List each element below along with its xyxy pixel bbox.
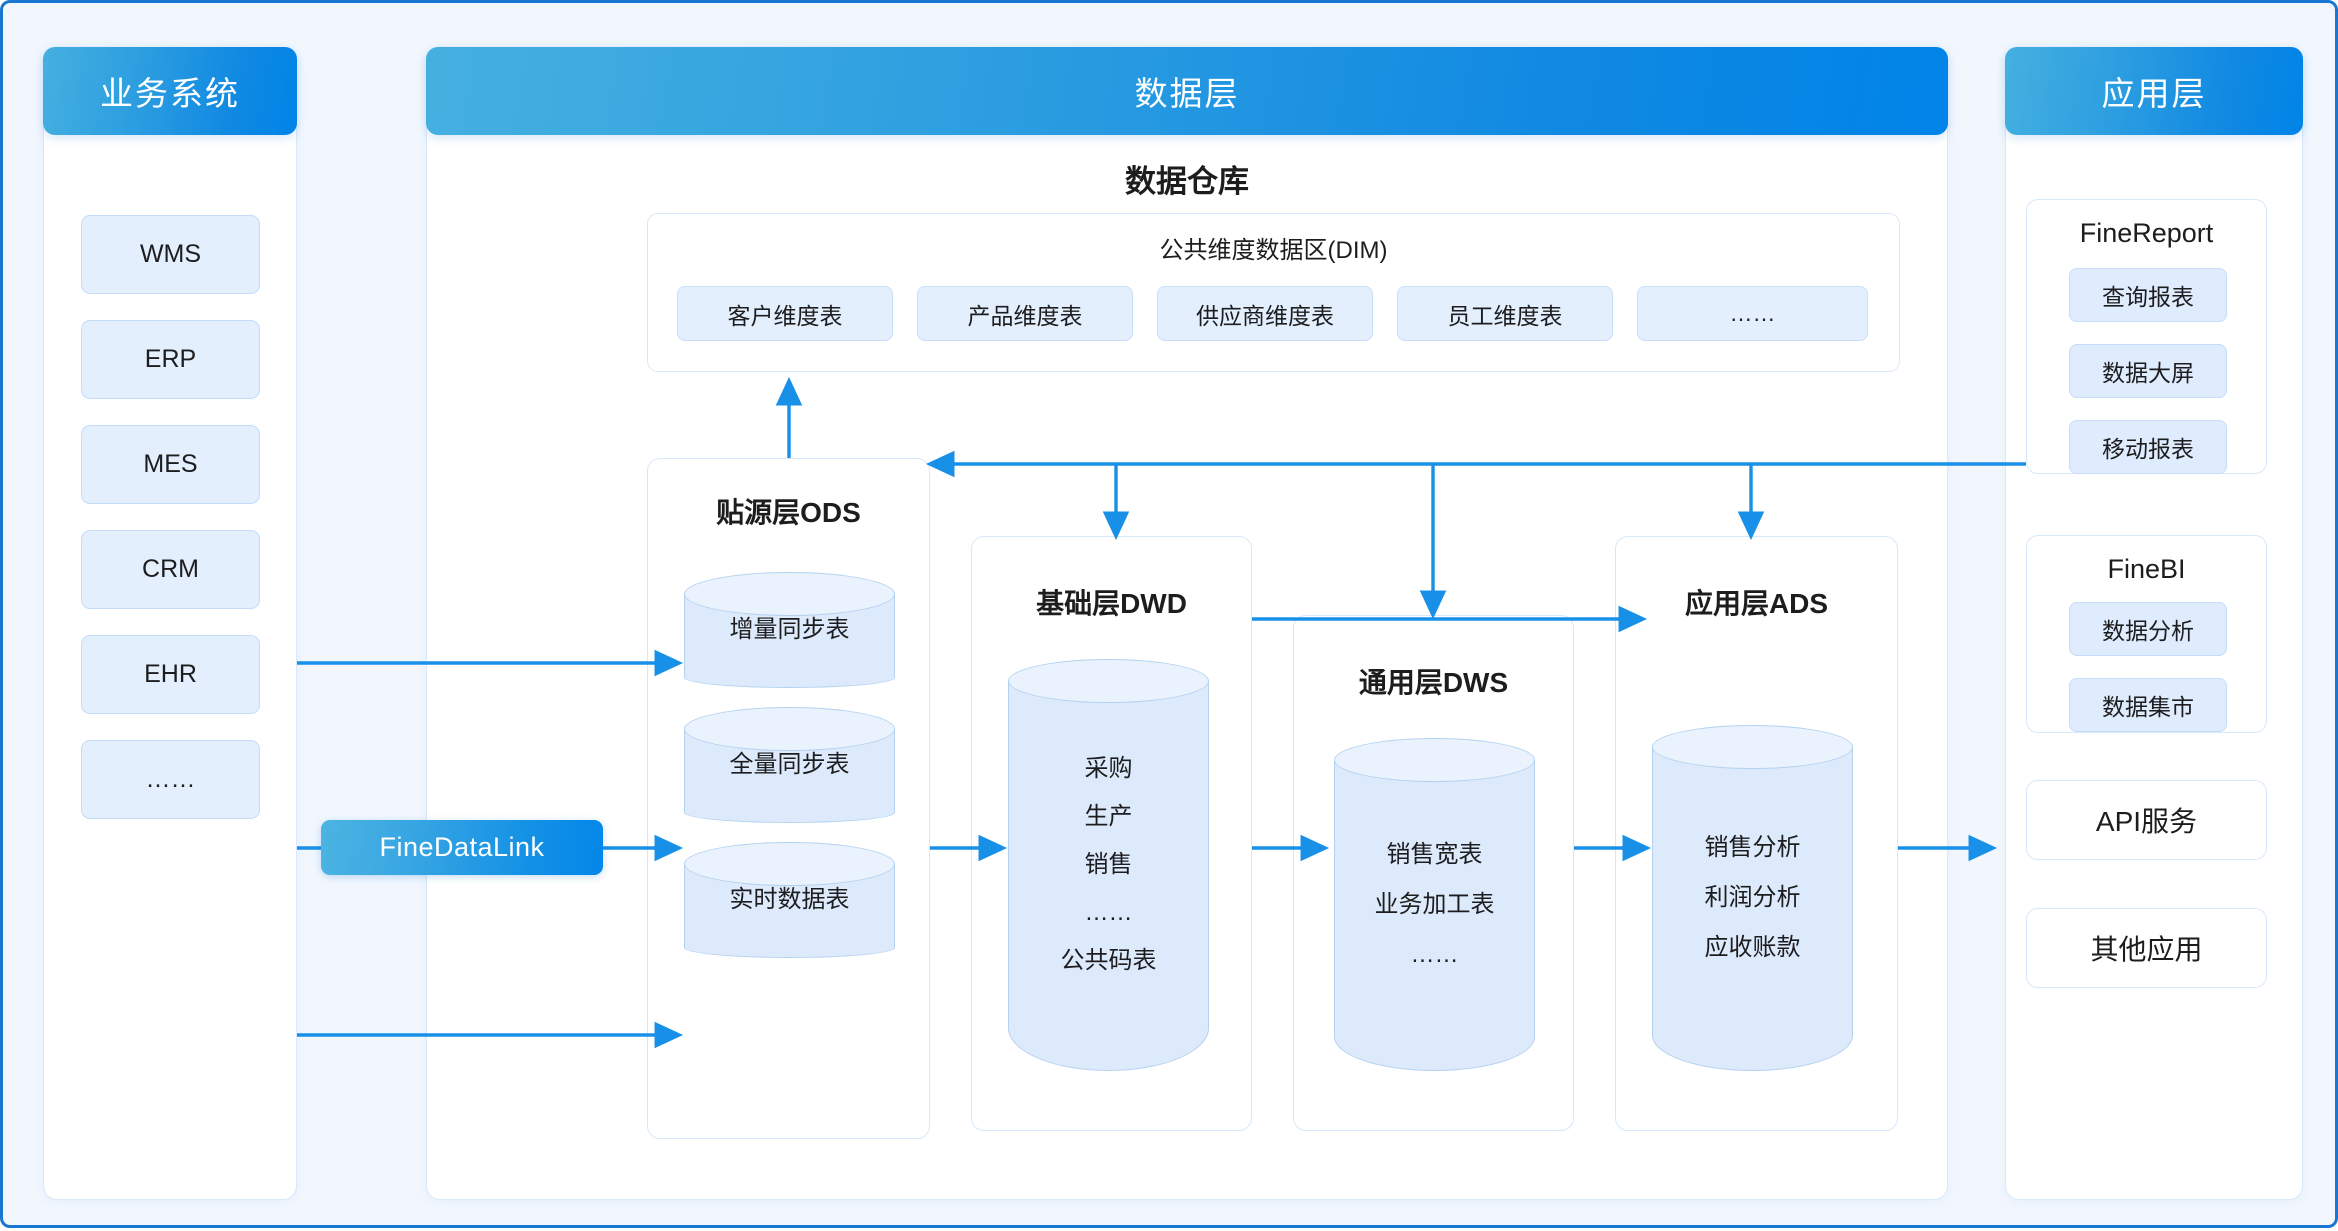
business-item-erp[interactable]: ERP <box>81 320 260 399</box>
dwd-line-3: 销售 <box>1084 851 1133 878</box>
ads-layer-title: 应用层ADS <box>1684 588 1829 619</box>
dwd-cylinder[interactable]: 采购 生产 销售 …… 公共码表 <box>1008 659 1209 1071</box>
business-item-mes[interactable]: MES <box>81 425 260 504</box>
ods-table-incremental-label: 增量同步表 <box>729 616 850 643</box>
ods-table-full[interactable]: 全量同步表 <box>684 707 895 823</box>
dwd-line-5: 公共码表 <box>1060 947 1157 974</box>
business-systems-header: 业务系统 <box>43 47 297 135</box>
dws-line-3: …… <box>1410 940 1459 968</box>
dim-item-more[interactable]: …… <box>1637 286 1868 341</box>
dim-zone-title: 公共维度数据区(DIM) <box>1159 237 1388 264</box>
business-item-more[interactable]: …… <box>81 740 260 819</box>
app-item-data-analysis[interactable]: 数据分析 <box>2069 602 2227 656</box>
dim-item-product[interactable]: 产品维度表 <box>917 286 1133 341</box>
ads-layer-box: 应用层ADS 销售分析 利润分析 应收账款 <box>1615 536 1898 1131</box>
dim-zone: 公共维度数据区(DIM) 客户维度表 产品维度表 供应商维度表 员工维度表 …… <box>647 213 1900 372</box>
dwd-line-1: 采购 <box>1084 755 1133 782</box>
dwd-layer-title: 基础层DWD <box>1036 588 1187 619</box>
dim-item-customer[interactable]: 客户维度表 <box>677 286 893 341</box>
app-card-finereport: FineReport 查询报表 数据大屏 移动报表 <box>2026 199 2267 474</box>
dws-line-2: 业务加工表 <box>1374 890 1495 918</box>
dws-layer-box: 通用层DWS 销售宽表 业务加工表 …… <box>1293 615 1574 1131</box>
app-card-finereport-title: FineReport <box>2079 218 2214 248</box>
app-card-other-apps[interactable]: 其他应用 <box>2026 908 2267 988</box>
ods-table-incremental[interactable]: 增量同步表 <box>684 572 895 688</box>
ads-line-1: 销售分析 <box>1704 834 1801 861</box>
business-item-wms[interactable]: WMS <box>81 215 260 294</box>
app-item-data-mart[interactable]: 数据集市 <box>2069 678 2227 732</box>
dwd-line-4: …… <box>1084 899 1133 926</box>
ads-cylinder[interactable]: 销售分析 利润分析 应收账款 <box>1652 725 1853 1071</box>
ads-line-2: 利润分析 <box>1704 884 1801 911</box>
dws-cylinder[interactable]: 销售宽表 业务加工表 …… <box>1334 738 1535 1071</box>
app-item-query-report[interactable]: 查询报表 <box>2069 268 2227 322</box>
dws-line-1: 销售宽表 <box>1386 840 1483 868</box>
app-card-api-service[interactable]: API服务 <box>2026 780 2267 860</box>
ads-line-3: 应收账款 <box>1704 934 1801 961</box>
dwd-line-2: 生产 <box>1084 803 1133 830</box>
ods-table-full-label: 全量同步表 <box>729 751 850 778</box>
business-item-ehr[interactable]: EHR <box>81 635 260 714</box>
app-item-dashboard[interactable]: 数据大屏 <box>2069 344 2227 398</box>
ods-layer-title: 贴源层ODS <box>716 497 861 528</box>
application-layer-header: 应用层 <box>2005 47 2303 135</box>
dwd-layer-box: 基础层DWD 采购 生产 销售 …… 公共码表 <box>971 536 1252 1131</box>
ods-table-realtime[interactable]: 实时数据表 <box>684 842 895 958</box>
app-item-mobile-report[interactable]: 移动报表 <box>2069 420 2227 474</box>
ods-table-realtime-label: 实时数据表 <box>729 886 850 913</box>
ods-layer-box: 贴源层ODS 增量同步表 全量同步表 实时数据表 <box>647 458 930 1139</box>
dws-layer-title: 通用层DWS <box>1358 667 1509 698</box>
dim-item-supplier[interactable]: 供应商维度表 <box>1157 286 1373 341</box>
dim-item-employee[interactable]: 员工维度表 <box>1397 286 1613 341</box>
data-layer-header: 数据层 <box>426 47 1948 135</box>
app-card-finebi: FineBI 数据分析 数据集市 <box>2026 535 2267 733</box>
data-warehouse-title: 数据仓库 <box>1125 163 1249 199</box>
business-item-crm[interactable]: CRM <box>81 530 260 609</box>
app-card-finebi-title: FineBI <box>2107 554 2186 584</box>
finedatalink-button[interactable]: FineDataLink <box>321 820 603 875</box>
